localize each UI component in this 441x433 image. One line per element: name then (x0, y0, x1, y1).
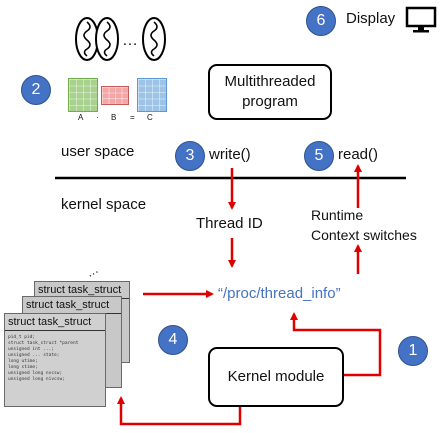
step-badge-3: 3 (175, 141, 205, 171)
kernel-space-label: kernel space (61, 196, 147, 213)
kernel-module-box: Kernel module (208, 347, 344, 407)
step-badge-2: 2 (21, 75, 51, 105)
step-badge-6: 6 (306, 6, 336, 36)
module-to-struct-arrow (117, 396, 242, 426)
monitor-icon (405, 6, 437, 33)
matrix-label-b: B (111, 113, 117, 122)
multithreaded-program-box: Multithreaded program (208, 64, 332, 120)
module-to-proc-arrow (290, 312, 382, 377)
read-call-label: read() (338, 146, 379, 163)
matrix-a (68, 78, 98, 112)
task-struct-fields: pid_t pid; struct task_struct *parent un… (8, 335, 79, 382)
step-badge-4: 4 (158, 325, 188, 355)
matrix-label-dot: · (96, 113, 99, 122)
thread-id-label: Thread ID (196, 215, 263, 232)
thread-spiral-icon (75, 17, 166, 61)
runtime-label: Runtime (311, 207, 364, 223)
matrix-label-a: A (78, 113, 84, 122)
step-badge-1: 1 (398, 336, 428, 366)
matrix-b (101, 86, 129, 105)
step-badge-5: 5 (304, 141, 334, 171)
thread-icons: … (74, 12, 170, 66)
task-struct-title-middle: struct task_struct (23, 297, 121, 314)
write-call-label: write() (209, 146, 251, 163)
matrix-c (137, 78, 167, 112)
context-switches-label: Context switches (311, 227, 417, 243)
matrix-label-eq: = (130, 113, 135, 122)
user-space-label: user space (61, 143, 135, 160)
matrix-label-c: C (147, 113, 153, 122)
thread-ellipsis: … (122, 32, 138, 49)
task-struct-title: struct task_struct (5, 314, 105, 331)
display-label: Display (346, 10, 396, 27)
proc-file-label: “/proc/thread_info” (218, 285, 341, 302)
task-struct-card-front: struct task_struct pid_t pid; struct tas… (4, 313, 106, 407)
